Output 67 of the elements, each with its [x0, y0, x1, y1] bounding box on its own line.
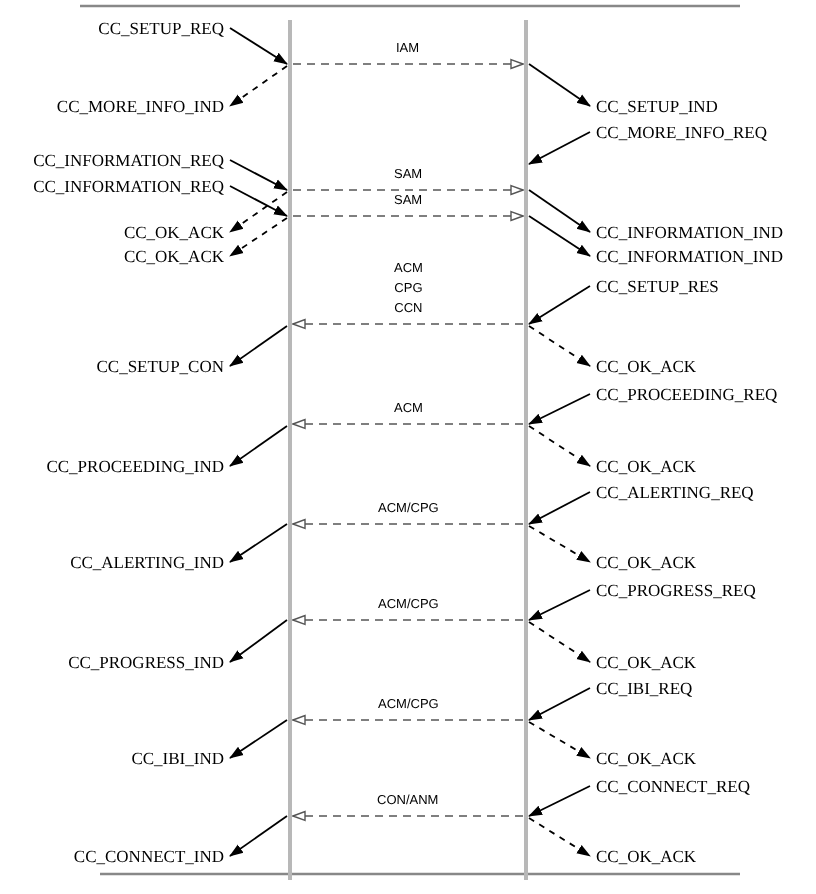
arrow: [229, 815, 288, 857]
arrow: [292, 810, 524, 822]
arrow: [528, 721, 591, 759]
arrow: [229, 159, 288, 191]
arrow: [528, 687, 591, 721]
arrow: [528, 131, 591, 165]
signal-label: CC_INFORMATION_IND: [596, 246, 784, 266]
arrow: [528, 189, 591, 233]
signal-label: CC_PROCEEDING_REQ: [596, 384, 778, 404]
signal-label: CC_PROGRESS_REQ: [596, 580, 756, 600]
arrow: [528, 491, 591, 525]
arrow: [229, 185, 288, 217]
arrow: [229, 523, 288, 563]
signal-label: CC_SETUP_RES: [596, 276, 719, 296]
arrow: [292, 210, 524, 222]
arrow: [229, 65, 288, 107]
arrow: [229, 217, 288, 257]
arrow: [528, 785, 591, 817]
signal-label: CC_CONNECT_REQ: [596, 776, 750, 796]
arrow: [528, 393, 591, 425]
signal-label: CC_OK_ACK: [596, 748, 697, 768]
arrow: [292, 418, 524, 430]
signal-label: CC_PROCEEDING_IND: [46, 456, 224, 476]
signal-label: CC_MORE_INFO_IND: [56, 96, 224, 116]
signal-label: CC_CONNECT_IND: [73, 846, 224, 866]
arrow: [229, 191, 288, 233]
signal-label: CC_SETUP_IND: [596, 96, 718, 116]
signal-label: CC_OK_ACK: [123, 222, 224, 242]
arrow: [528, 425, 591, 467]
arrow: [528, 325, 591, 367]
signal-label: CC_ALERTING_REQ: [596, 482, 754, 502]
signal-label: CC_OK_ACK: [596, 552, 697, 572]
signal-label: CC_INFORMATION_REQ: [33, 150, 224, 170]
arrow: [292, 518, 524, 530]
arrow: [528, 525, 591, 563]
arrow: [292, 714, 524, 726]
signal-label: CC_PROGRESS_IND: [68, 652, 224, 672]
arrow: [292, 318, 524, 330]
arrow: [528, 215, 591, 257]
arrow: [292, 58, 524, 70]
arrow: [528, 63, 591, 107]
arrow: [528, 285, 591, 325]
arrow: [528, 621, 591, 663]
arrow: [229, 719, 288, 759]
signal-label: CC_OK_ACK: [123, 246, 224, 266]
signal-label: CC_IBI_REQ: [596, 678, 693, 698]
arrow: [229, 325, 288, 367]
signal-label: CC_IBI_IND: [131, 748, 224, 768]
signal-label: CC_OK_ACK: [596, 652, 697, 672]
signal-label: CC_SETUP_CON: [96, 356, 224, 376]
signal-label: CC_OK_ACK: [596, 846, 697, 866]
signal-label: CC_SETUP_REQ: [98, 18, 224, 38]
arrow: [229, 27, 288, 65]
lifeline-bar: [524, 20, 528, 880]
lifeline-bar: [288, 20, 292, 880]
signal-label: CC_INFORMATION_IND: [596, 222, 784, 242]
signal-label: CC_INFORMATION_REQ: [33, 176, 224, 196]
arrow: [292, 184, 524, 196]
signal-label: CC_OK_ACK: [596, 356, 697, 376]
arrow: [528, 817, 591, 857]
signal-label: CC_OK_ACK: [596, 456, 697, 476]
arrow: [229, 619, 288, 663]
signal-label: CC_ALERTING_IND: [70, 552, 224, 572]
signal-label: CC_MORE_INFO_REQ: [596, 122, 767, 142]
arrow: [292, 614, 524, 626]
arrow: [528, 589, 591, 621]
arrow: [229, 425, 288, 467]
